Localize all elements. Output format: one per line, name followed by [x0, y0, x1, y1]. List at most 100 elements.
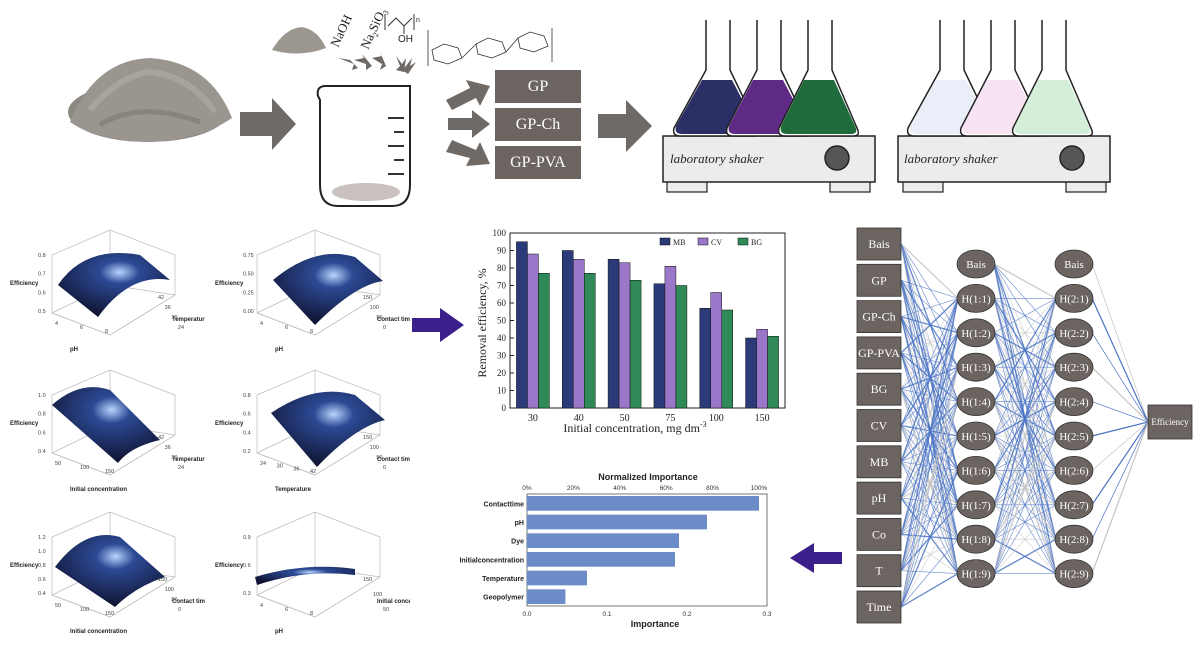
surface-ytick: 50 [376, 455, 382, 461]
surface-ztick: 1.0 [38, 549, 46, 555]
connection-line [900, 352, 959, 574]
surface-ztick: 1.0 [38, 393, 46, 399]
surface-xtick: 42 [310, 469, 316, 475]
surface-ytick: 36 [165, 305, 171, 311]
connection-line [900, 435, 959, 608]
surface-ztick: 0.4 [243, 430, 251, 436]
y-tick-label: 90 [497, 246, 507, 256]
connection-line [1091, 263, 1149, 423]
hidden-node [956, 455, 996, 485]
y-tick-label: 10 [497, 386, 507, 396]
connection-line [900, 316, 959, 505]
hidden-node-label: H(1:5) [961, 431, 991, 443]
response-surface [273, 253, 383, 325]
input-node-label: Co [872, 527, 886, 541]
connection-line [900, 573, 959, 608]
surface-ytick: 150 [158, 577, 167, 583]
hidden-node-label: H(2:6) [1059, 465, 1089, 477]
connection-line [900, 297, 959, 354]
bar-cv [710, 292, 722, 409]
surface-ztick: 0.6 [38, 577, 46, 583]
hidden-node [1054, 352, 1094, 382]
surface-floor [256, 294, 381, 336]
legend-label: MB [673, 238, 685, 247]
connection-line [900, 298, 959, 463]
hidden-node [1054, 249, 1094, 279]
legend-swatch [697, 237, 709, 246]
bar-cv [664, 266, 677, 409]
hidden-node-label: H(2:7) [1059, 500, 1089, 512]
surface-ztick: 0.6 [38, 290, 46, 296]
connection-line [900, 280, 959, 437]
importance-bar [527, 496, 759, 511]
hidden-node [1054, 421, 1094, 451]
connection-line [1091, 421, 1149, 471]
legend-swatch [659, 237, 671, 246]
connection-line [993, 298, 1057, 368]
pva-structure-icon: OH n [384, 14, 420, 45]
bar-cv [756, 329, 768, 409]
product-box-gp-pva: GP-PVA [495, 146, 581, 179]
hidden-node-label: H(1:2) [961, 328, 991, 340]
hidden-node [1054, 387, 1094, 417]
connection-line [900, 367, 959, 608]
connection-line [900, 389, 959, 540]
surface-zlabel: Efficiency [215, 281, 244, 287]
shaker-label: laboratory shaker [670, 151, 764, 166]
svg-text:Na2SiO3: Na2SiO3 [357, 6, 391, 53]
surface-ytick: 0 [178, 607, 181, 613]
surface-xtick: 100 [80, 465, 89, 471]
connection-line [1091, 366, 1149, 423]
svg-text:n: n [416, 17, 420, 24]
surface-zlabel: Efficiency [10, 421, 39, 427]
input-node [856, 445, 902, 479]
connection-line [900, 315, 959, 334]
surface-ztick: 0.7 [38, 272, 46, 278]
input-node [856, 227, 902, 261]
bar-cv [573, 259, 585, 409]
surface-ylabel: Contact time [377, 457, 410, 463]
connection-line [900, 298, 959, 535]
connection-line [900, 504, 959, 535]
x-tick-label: 0.1 [602, 611, 611, 618]
connections [900, 243, 1149, 608]
connection-line [900, 425, 959, 540]
connection-line [900, 332, 959, 608]
split-arrows-icon [446, 80, 490, 166]
connection-line [900, 425, 959, 574]
bar-cv [618, 262, 631, 409]
surface-ztick: 0.6 [38, 430, 46, 436]
surface-ztick: 0.9 [243, 535, 251, 541]
connection-line [900, 280, 959, 299]
surface-xlabel: Temperature [275, 487, 312, 493]
top-tick-label: 100% [751, 485, 768, 492]
hidden-node-label: H(1:3) [961, 362, 991, 374]
hidden-node [1054, 559, 1094, 589]
connection-line [900, 316, 959, 437]
connection-line [900, 401, 959, 608]
x-tick-label: 75 [665, 413, 675, 424]
surface-xlabel: pH [70, 347, 78, 353]
connection-line [1091, 421, 1149, 437]
surface-floor [256, 434, 381, 476]
x-tick-label: 0.2 [682, 611, 691, 618]
connection-line [900, 280, 959, 402]
surface-floor [51, 434, 176, 476]
connection-line [993, 298, 1057, 540]
bar-ylabel: Removal efficiency, % [475, 268, 489, 377]
surface-ztick: 0.8 [243, 393, 251, 399]
top-tick-label: 20% [567, 485, 580, 492]
hidden-node-label: H(2:8) [1059, 534, 1089, 546]
y-tick-label: 0 [502, 403, 507, 413]
connection-line [900, 497, 959, 540]
surface-ztick: 0.4 [38, 449, 46, 455]
surface-ylabel: Initial concentration [377, 599, 410, 605]
hidden-node-label: H(1:1) [961, 293, 991, 305]
input-node-label: GP [871, 273, 887, 287]
category-label: pH [515, 520, 524, 527]
surface-ztick: 0.6 [243, 563, 251, 569]
surface-ztick: 0.50 [243, 272, 254, 278]
surface-xlabel: Initial concentration [70, 487, 127, 493]
response-surface [52, 387, 160, 463]
surface-ytick: 150 [363, 295, 372, 301]
